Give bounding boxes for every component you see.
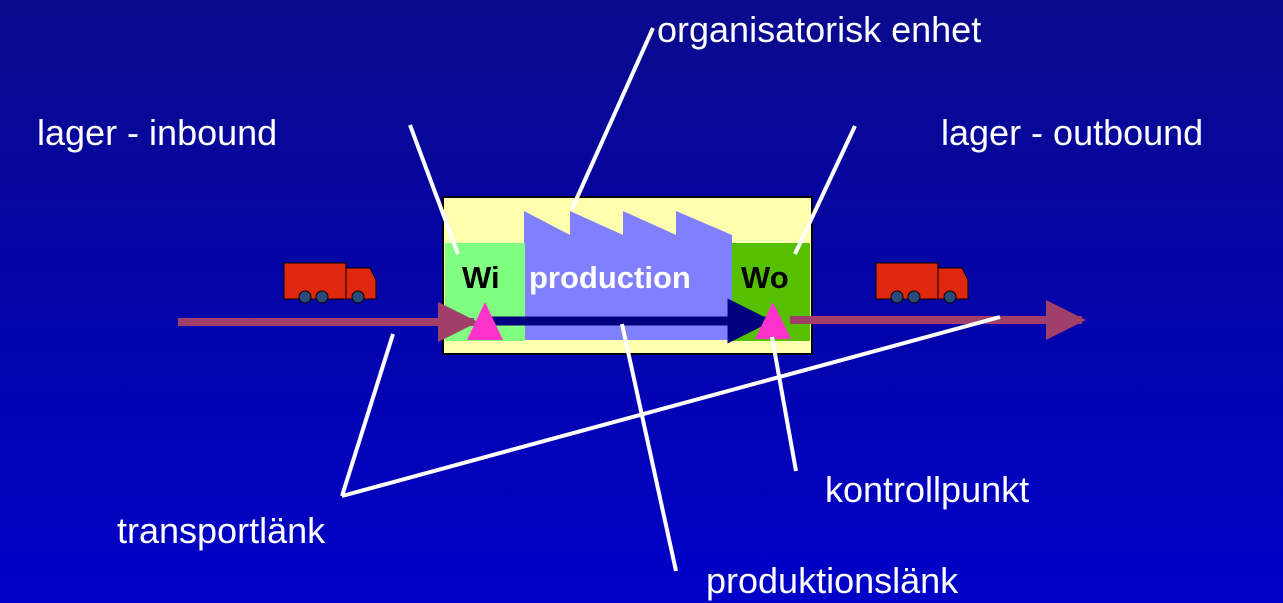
- leader-organizational-unit: [570, 27, 655, 210]
- leader-control-point: [770, 336, 798, 472]
- truck-icon: [283, 262, 377, 304]
- leader-transport-link-out: [341, 315, 1001, 498]
- organizational-unit-label: organisatorisk enhet: [657, 9, 982, 50]
- warehouse-inbound-label: lager - inbound: [37, 112, 278, 153]
- leader-transport-link-in: [340, 333, 395, 497]
- transport-link-label: transportlänk: [117, 510, 326, 551]
- control-point-icon: [467, 302, 503, 340]
- factory-icon: [524, 211, 732, 340]
- outbound-box-label: Wo: [741, 260, 789, 295]
- control-point-icon: [755, 302, 791, 339]
- leader-warehouse-inbound: [408, 124, 460, 255]
- production-box-label: production: [529, 260, 691, 295]
- production-link-label: produktionslänk: [706, 560, 959, 601]
- leader-production-link: [620, 323, 678, 572]
- control-point-label: kontrollpunkt: [825, 469, 1030, 510]
- truck-icon: [875, 262, 969, 304]
- warehouse-outbound-label: lager - outbound: [941, 112, 1204, 153]
- leader-warehouse-outbound: [793, 125, 857, 255]
- inbound-box-label: Wi: [462, 260, 500, 295]
